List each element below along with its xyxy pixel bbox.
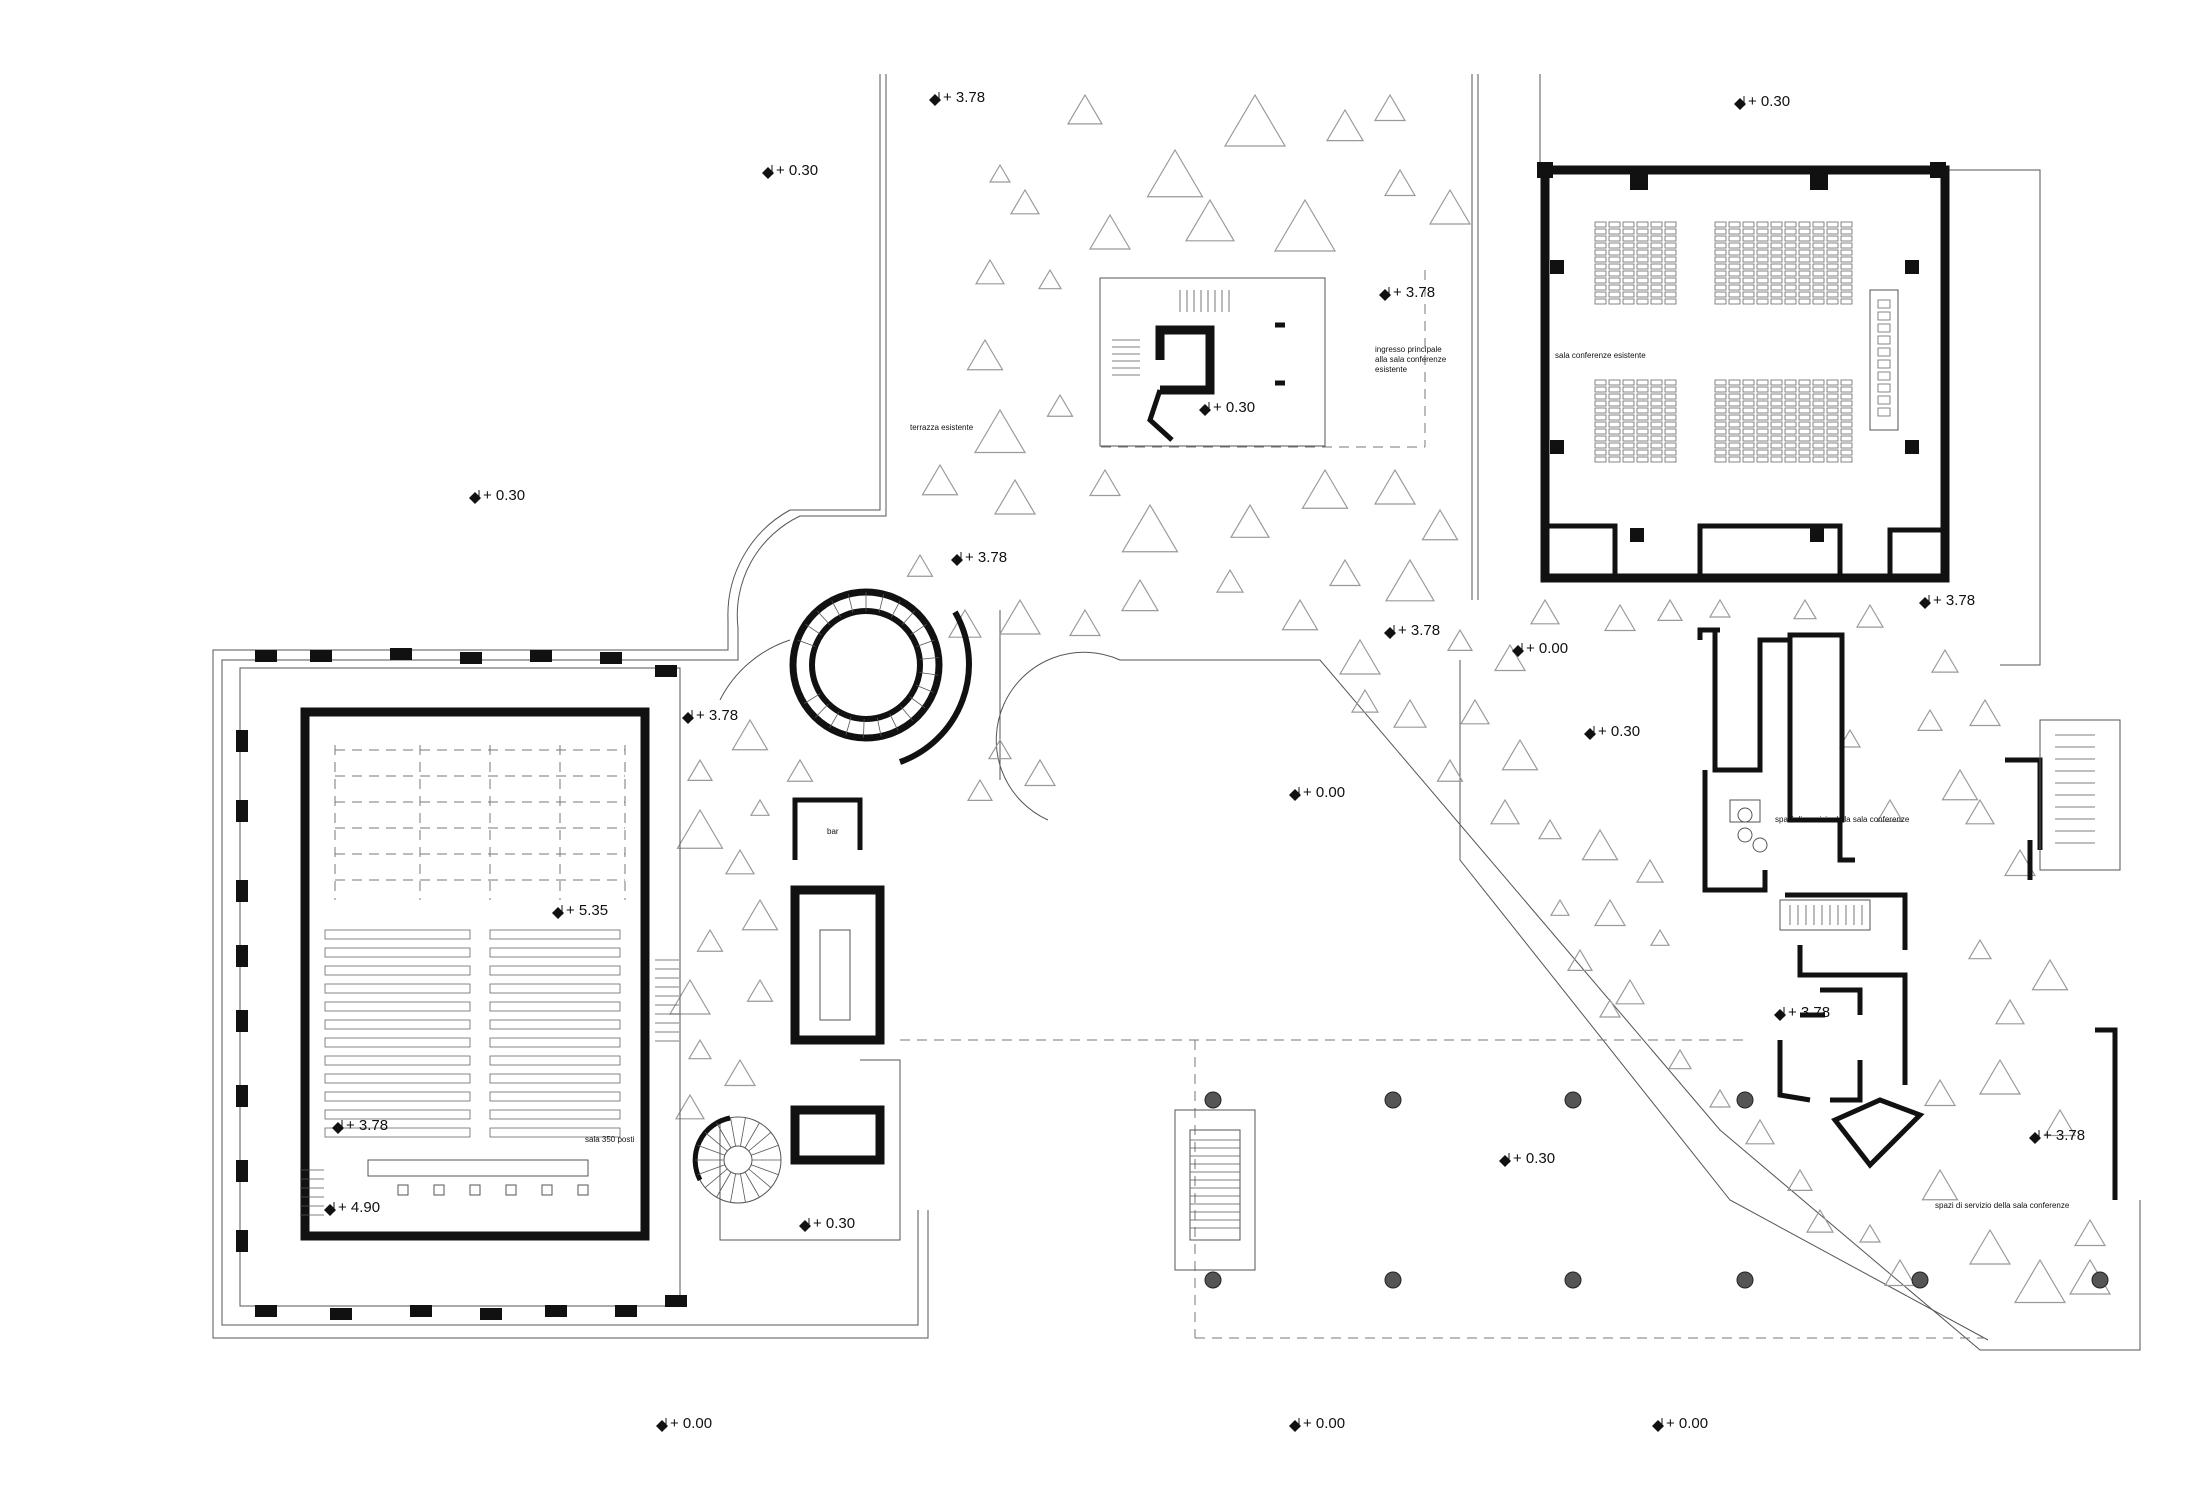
label-sala-conferenze: sala conferenze esistente [1555, 351, 1646, 360]
level-mark-text: + 0.00 [1526, 640, 1568, 657]
level-mark: + 0.30 [1499, 1150, 1555, 1167]
level-mark: + 3.78 [1384, 622, 1440, 639]
level-mark: + 3.78 [332, 1117, 388, 1134]
level-mark: + 0.00 [1512, 640, 1568, 657]
level-mark: + 3.78 [1774, 1004, 1830, 1021]
level-mark-text: + 3.78 [1393, 284, 1435, 301]
level-mark: + 3.78 [1919, 592, 1975, 609]
level-mark-text: + 0.00 [670, 1415, 712, 1432]
level-mark: + 3.78 [2029, 1127, 2085, 1144]
level-mark-text: + 3.78 [965, 549, 1007, 566]
level-mark-text: + 0.00 [1303, 784, 1345, 801]
level-mark-text: + 0.30 [1513, 1150, 1555, 1167]
stair-open-area [1174, 1109, 1256, 1271]
bar-core: bar [692, 797, 901, 1241]
level-mark: + 4.90 [324, 1199, 380, 1216]
label-servizio-1: spazi di servizio della sala conferenze [1775, 815, 1910, 824]
label-ingresso-line-1: ingresso principale [1375, 345, 1442, 354]
spiral-stair-central [789, 588, 972, 765]
label-servizio-2: spazi di servizio della sala conferenze [1935, 1201, 2070, 1210]
level-mark-text: + 0.30 [1748, 93, 1790, 110]
level-mark-text: + 0.30 [813, 1215, 855, 1232]
level-mark: + 0.30 [469, 487, 525, 504]
site-outline [212, 74, 2141, 1351]
label-ingresso-line-3: esistente [1375, 365, 1408, 374]
level-mark: + 3.78 [951, 549, 1007, 566]
level-mark-text: + 3.78 [1398, 622, 1440, 639]
label-sala-350: sala 350 posti [585, 1135, 635, 1144]
level-mark-text: + 4.90 [338, 1199, 380, 1216]
triangle-paving-pattern [668, 93, 2112, 1304]
level-mark-text: + 5.35 [566, 902, 608, 919]
auditorium-350: sala 350 posti [236, 648, 687, 1320]
level-mark: + 5.35 [552, 902, 608, 919]
level-mark-text: + 3.78 [2043, 1127, 2085, 1144]
level-mark: + 0.30 [1584, 723, 1640, 740]
level-mark-text: + 0.30 [1213, 399, 1255, 416]
structural-columns [1204, 1091, 2109, 1289]
level-mark: + 0.30 [799, 1215, 855, 1232]
level-mark-text: + 0.30 [483, 487, 525, 504]
existing-conference-hall: sala conferenze esistente [1537, 162, 1950, 583]
level-mark-text: + 0.00 [1666, 1415, 1708, 1432]
level-mark: + 0.30 [762, 162, 818, 179]
level-mark-text: + 3.78 [943, 89, 985, 106]
level-mark-text: + 0.30 [776, 162, 818, 179]
label-bar: bar [827, 827, 839, 836]
level-mark: + 3.78 [682, 707, 738, 724]
level-mark: + 3.78 [929, 89, 985, 106]
level-mark: + 0.30 [1734, 93, 1790, 110]
level-mark-text: + 3.78 [696, 707, 738, 724]
service-rooms: spazi di servizio della sala conferenze … [1697, 627, 2121, 1210]
level-mark-text: + 3.78 [346, 1117, 388, 1134]
level-mark-text: + 3.78 [1933, 592, 1975, 609]
level-mark: + 0.30 [1199, 399, 1255, 416]
level-mark-text: + 0.30 [1598, 723, 1640, 740]
entrance-stair-block: terrazza esistente ingresso principale a… [910, 277, 1447, 447]
label-terrazza: terrazza esistente [910, 423, 974, 432]
level-mark-text: + 3.78 [1788, 1004, 1830, 1021]
level-mark: + 0.00 [656, 1415, 712, 1432]
level-mark-text: + 0.00 [1303, 1415, 1345, 1432]
level-mark: + 0.00 [1289, 784, 1345, 801]
level-mark: + 0.00 [1289, 1415, 1345, 1432]
level-mark: + 0.00 [1652, 1415, 1708, 1432]
level-mark: + 3.78 [1379, 284, 1435, 301]
label-ingresso-line-2: alla sala conferenze [1375, 355, 1447, 364]
level-marks: + 3.78 + 0.30 + 0.30 + 3.78 + 0.30 + 0.30 + 3.… [324, 89, 2085, 1432]
